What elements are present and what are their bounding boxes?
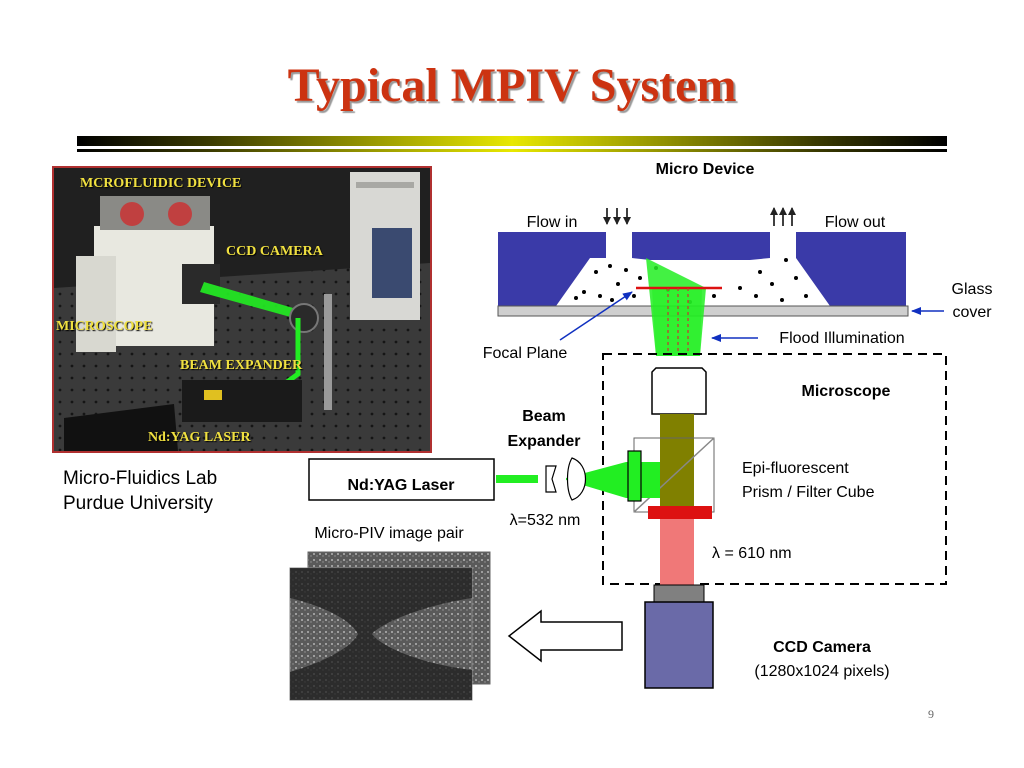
label-filter-cube-line2: Prism / Filter Cube xyxy=(742,484,875,501)
laser-box xyxy=(308,458,495,501)
title-rule-thick xyxy=(77,136,947,146)
photo-label-microfluidic-device: MCROFLUIDIC DEVICE xyxy=(80,176,242,191)
focal-plane-arrow xyxy=(559,291,633,341)
label-beam-expander-line2: Expander xyxy=(508,433,581,450)
label-image-pair: Micro-PIV image pair xyxy=(314,525,464,542)
label-ccd-camera: CCD Camera xyxy=(773,639,871,656)
label-laser: Nd:YAG Laser xyxy=(348,477,455,494)
photo-label-ccd-camera: CCD CAMERA xyxy=(226,244,323,259)
label-micro-device: Micro Device xyxy=(656,161,755,178)
label-ccd-resolution: (1280x1024 pixels) xyxy=(754,663,889,680)
piv-image-front xyxy=(289,567,473,701)
excitation-filter xyxy=(627,450,642,502)
label-beam-expander-line1: Beam xyxy=(522,408,566,425)
label-microscope: Microscope xyxy=(802,383,891,400)
diverging-lens xyxy=(545,465,557,493)
label-flow-in: Flow in xyxy=(527,214,578,231)
photo-caption-lab: Micro-Fluidics Lab xyxy=(63,468,218,489)
flow-out-arrows-icon xyxy=(770,207,796,226)
image-output-arrow xyxy=(507,609,623,663)
laser-beam-narrow xyxy=(496,475,538,483)
label-filter-cube-line1: Epi-fluorescent xyxy=(742,460,849,477)
label-flow-out: Flow out xyxy=(825,214,886,231)
label-focal-plane: Focal Plane xyxy=(483,345,568,362)
emission-rays xyxy=(667,288,689,352)
label-laser-wavelength: λ=532 nm xyxy=(510,512,581,529)
collimating-lens xyxy=(566,457,586,501)
laser-beam-photo xyxy=(200,282,300,318)
laser-head xyxy=(182,380,302,422)
ccd-camera-body xyxy=(644,601,714,689)
label-emission-wavelength: λ = 610 nm xyxy=(712,545,792,562)
camera-mount xyxy=(653,584,705,603)
label-flood-illumination: Flood Illumination xyxy=(779,330,904,347)
emission-beam xyxy=(660,519,694,585)
emission-filter xyxy=(648,506,712,519)
photo-label-laser: Nd:YAG LASER xyxy=(148,430,251,445)
photo-label-microscope: MICROSCOPE xyxy=(56,319,153,334)
page-number: 9 xyxy=(928,707,934,721)
photo-label-beam-expander: BEAM EXPANDER xyxy=(180,358,303,373)
lab-photo-scene xyxy=(54,168,430,451)
title-rule-thin xyxy=(77,149,947,152)
expanding-beam xyxy=(566,462,626,498)
label-glass-cover-line1: Glass xyxy=(952,281,993,298)
objective-lens xyxy=(651,367,707,415)
microscope-boundary xyxy=(602,353,947,585)
dichroic-mirror xyxy=(633,437,715,513)
photo-caption-university: Purdue University xyxy=(63,493,213,514)
label-glass-cover-line2: cover xyxy=(952,304,992,321)
slide-title: Typical MPIV System xyxy=(287,59,737,112)
flow-in-arrows-icon xyxy=(603,208,631,225)
lab-photo: MCROFLUIDIC DEVICE CCD CAMERA MICROSCOPE… xyxy=(52,166,432,453)
